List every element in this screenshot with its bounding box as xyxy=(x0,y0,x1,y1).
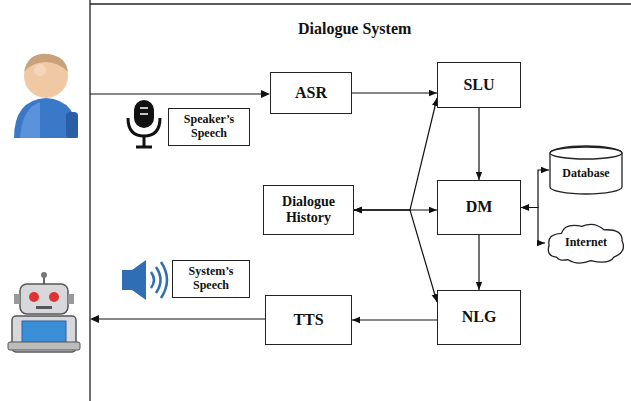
node-label: NLG xyxy=(458,306,501,328)
node-label: Dialogue History xyxy=(264,192,353,228)
process-box: Dialogue History xyxy=(263,185,354,235)
database-cylinder: Database xyxy=(549,146,623,194)
internet-cloud: Internet xyxy=(545,221,627,265)
node-label: System’s Speech xyxy=(173,263,249,295)
node-label: Speaker’s Speech xyxy=(169,111,249,143)
connector-arrow xyxy=(352,92,437,93)
connector-arrow xyxy=(521,208,545,244)
microphone-icon xyxy=(128,100,160,147)
process-box: NLG xyxy=(437,290,521,345)
node-label: ASR xyxy=(291,82,331,104)
process-box: ASR xyxy=(270,72,352,114)
node-label: Database xyxy=(558,165,613,183)
user-icon xyxy=(14,54,78,138)
boundary-line xyxy=(89,0,90,401)
process-box: TTS xyxy=(265,295,352,345)
connector-arrow xyxy=(478,108,479,180)
arrow-head xyxy=(261,90,270,98)
connector-arrow xyxy=(521,170,549,208)
node-label: DM xyxy=(462,196,497,218)
boundary-line xyxy=(90,3,631,4)
node-label: TTS xyxy=(289,309,327,331)
node-label: Internet xyxy=(561,234,611,252)
process-box: SLU xyxy=(437,62,521,108)
speaker-icon xyxy=(122,260,167,300)
label-box: Speaker’s Speech xyxy=(168,108,250,146)
process-box: DM xyxy=(437,180,521,235)
node-label: SLU xyxy=(459,74,498,96)
connector-arrow xyxy=(354,210,437,302)
connector-arrow xyxy=(478,235,479,290)
diagram-title: Dialogue System xyxy=(298,20,411,38)
connector-arrow xyxy=(352,319,437,320)
label-box: System’s Speech xyxy=(172,260,250,298)
input-line xyxy=(90,93,262,94)
connector-arrow xyxy=(354,98,437,210)
arrow-head xyxy=(90,315,99,323)
output-line xyxy=(98,318,265,319)
robot-icon xyxy=(8,272,80,352)
